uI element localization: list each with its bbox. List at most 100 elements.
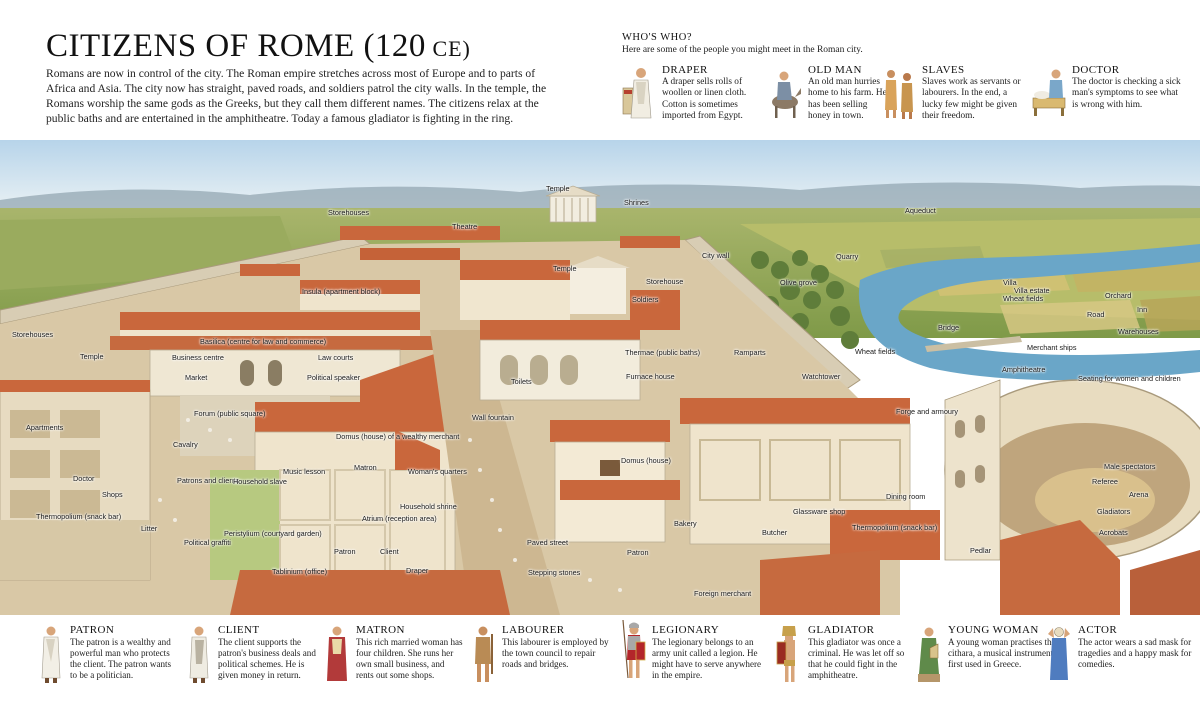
figure-card-legionary: LEGIONARY The legionary belongs to an ar… [620,616,770,684]
scene-label: Wheat fields [855,347,896,356]
scene-label: Paved street [527,538,568,547]
scene-label: Foreign merchant [694,589,752,598]
scene-label: Shrines [624,198,649,207]
scene-label: Atrium (reception area) [362,514,437,523]
figure-desc: This gladiator was once a criminal. He w… [808,637,905,680]
title-year: (120 [363,28,426,64]
figure-name: ACTOR [1078,624,1118,636]
scene-label: Patron [334,547,356,556]
scene-label: Music lesson [283,467,326,476]
scene-label: Bridge [938,323,960,332]
person-desc: Slaves work as servants or labourers. In… [922,77,1021,121]
scene-label: Amphitheatre [1002,365,1046,374]
person-name: DOCTOR [1072,64,1120,76]
foreground-roof-left [230,570,510,615]
draper-figure-icon [622,68,652,119]
scene-label: Forum (public square) [194,409,266,418]
scene-label: Arena [1129,490,1149,499]
scene-label: Acrobats [1099,528,1128,537]
city-illustration: Temple Shrines Aqueduct Storehouses Thea… [0,140,1200,615]
figure-name: GLADIATOR [808,624,875,636]
figure-desc: This labourer is employed by the town co… [502,637,609,669]
scene-label: Pedlar [970,546,992,555]
scene-label: Male spectators [1104,462,1156,471]
scene-label: Temple [80,352,104,361]
scene-label: Soldiers [632,295,659,304]
scene-label: Storehouses [328,208,369,217]
scene-label: Household shrine [400,502,457,511]
character-strip: PATRON The patron is a wealthy and power… [0,619,1200,707]
slaves-figure-icon [885,70,913,119]
scene-label: City wall [702,251,730,260]
old-man-donkey-icon [772,71,801,118]
scene-label: Shops [102,490,123,499]
amphitheatre [944,379,1200,561]
person-card-slaves: SLAVES Slaves work as servants or labour… [882,64,1028,122]
legionary-figure-icon [622,619,646,679]
scene-label: Storehouses [12,330,53,339]
scene-label: Domus (house) [621,456,671,465]
scene-label: Peristylium (courtyard garden) [224,529,322,538]
scene-label: Gladiators [1097,507,1131,516]
hill-temple [545,185,601,223]
figure-name: MATRON [356,624,405,636]
scene-label: Temple [553,264,577,273]
figure-card-client: CLIENT The client supports the patron's … [186,624,326,684]
figure-desc: The legionary belongs to an army unit ca… [652,637,762,680]
gladiator-figure-icon [776,626,796,682]
scene-label: Ramparts [734,348,766,357]
young-woman-figure-icon [918,627,940,682]
scene-label: Merchant ships [1027,343,1077,352]
scene-label: Thermae (public baths) [625,348,701,357]
scene-label: Wall fountain [472,413,514,422]
scene-label: Litter [141,524,158,533]
figure-desc: The client supports the patron's busines… [218,637,316,680]
scene-label: Theatre [452,222,478,231]
patron-figure-icon [41,626,61,683]
figure-card-actor: ACTOR The actor wears a sad mask for tra… [1046,624,1196,684]
scene-label: Thermopolium (snack bar) [36,512,122,521]
client-figure-icon [189,626,209,683]
person-card-draper: DRAPER A draper sells rolls of woollen o… [622,64,760,122]
scene-label: Quarry [836,252,859,261]
scene-label: Watchtower [802,372,841,381]
person-desc: An old man hurries home to his farm. He … [808,77,887,121]
paved-street [430,330,560,615]
person-name: SLAVES [922,64,965,76]
scene-label: Furnace house [626,372,675,381]
scene-label: Warehouses [1118,327,1159,336]
matron-figure-icon [327,626,347,681]
figure-card-labourer: LABOURER This labourer is employed by th… [470,624,615,684]
figure-card-patron: PATRON The patron is a wealthy and power… [38,624,178,684]
thermae [479,320,641,401]
scene-label: Insula (apartment block) [302,287,381,296]
person-card-old-man: OLD MAN An old man hurries home to his f… [768,64,890,122]
figure-name: LEGIONARY [652,624,720,636]
houses-right [680,398,940,560]
figure-name: PATRON [70,624,115,636]
scene-label: Villa [1003,278,1017,287]
figure-name: CLIENT [218,624,260,636]
scene-label: Tablinium (office) [272,567,328,576]
figure-desc: This rich married woman has four childre… [356,637,463,680]
person-desc: The doctor is checking a sick man's symp… [1072,77,1181,110]
scene-label: Butcher [762,528,788,537]
person-card-doctor: DOCTOR The doctor is checking a sick man… [1032,64,1182,120]
scene-label: Patron [627,548,649,557]
scene-label: Client [380,547,399,556]
person-name: OLD MAN [808,64,862,76]
city-scene-drawing [0,140,1200,615]
scene-label: Cavalry [173,440,198,449]
person-desc: A draper sells rolls of woollen or linen… [662,77,747,121]
scene-label: Law courts [318,353,354,362]
scene-label: Patrons and clients [177,476,240,485]
scene-label: Bakery [674,519,697,528]
scene-label: Stepping stones [528,568,581,577]
scene-label: Basilica (centre for law and commerce) [200,337,327,346]
law-courts-roof [360,352,448,406]
scene-label: Storehouse [646,277,684,286]
scene-label: Seating for women and children [1078,374,1181,383]
domus-house [550,420,680,543]
scene-label: Thermopolium (snack bar) [852,523,938,532]
doctor-figure-icon [1032,69,1066,116]
